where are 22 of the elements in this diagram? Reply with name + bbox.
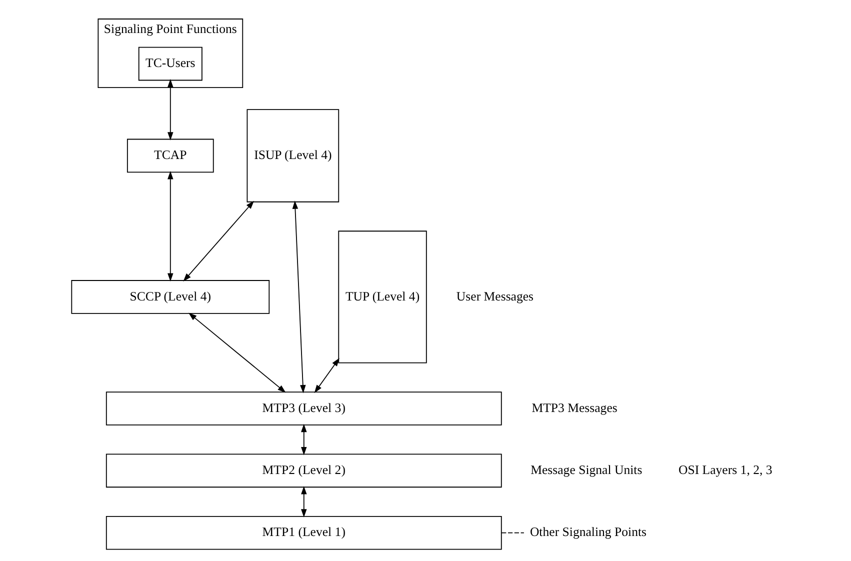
node-box: TCAP [126,138,214,173]
arrow [188,312,286,393]
arrow [168,170,174,282]
node-box: SCCP (Level 4) [71,280,270,314]
label: MTP3 Messages [532,400,618,415]
node-box: TC-Users [138,46,202,81]
arrow [301,424,307,456]
label: User Messages [456,289,534,304]
node-box: TUP (Level 4) [338,230,427,364]
node-box: MTP2 (Level 2) [106,454,502,488]
node-text: Other Signaling Points [530,525,647,540]
arrow [301,486,307,518]
node-box: MTP3 (Level 3) [106,392,502,426]
label: OSI Layers 1, 2, 3 [678,463,772,478]
label: Message Signal Units [530,463,642,478]
arrow [292,200,306,394]
connector [501,532,524,534]
arrow [168,79,174,140]
node-box: MTP1 (Level 1) [106,516,502,550]
node-box: ISUP (Level 4) [246,109,340,202]
arrow [314,358,340,394]
arrow [183,200,254,282]
